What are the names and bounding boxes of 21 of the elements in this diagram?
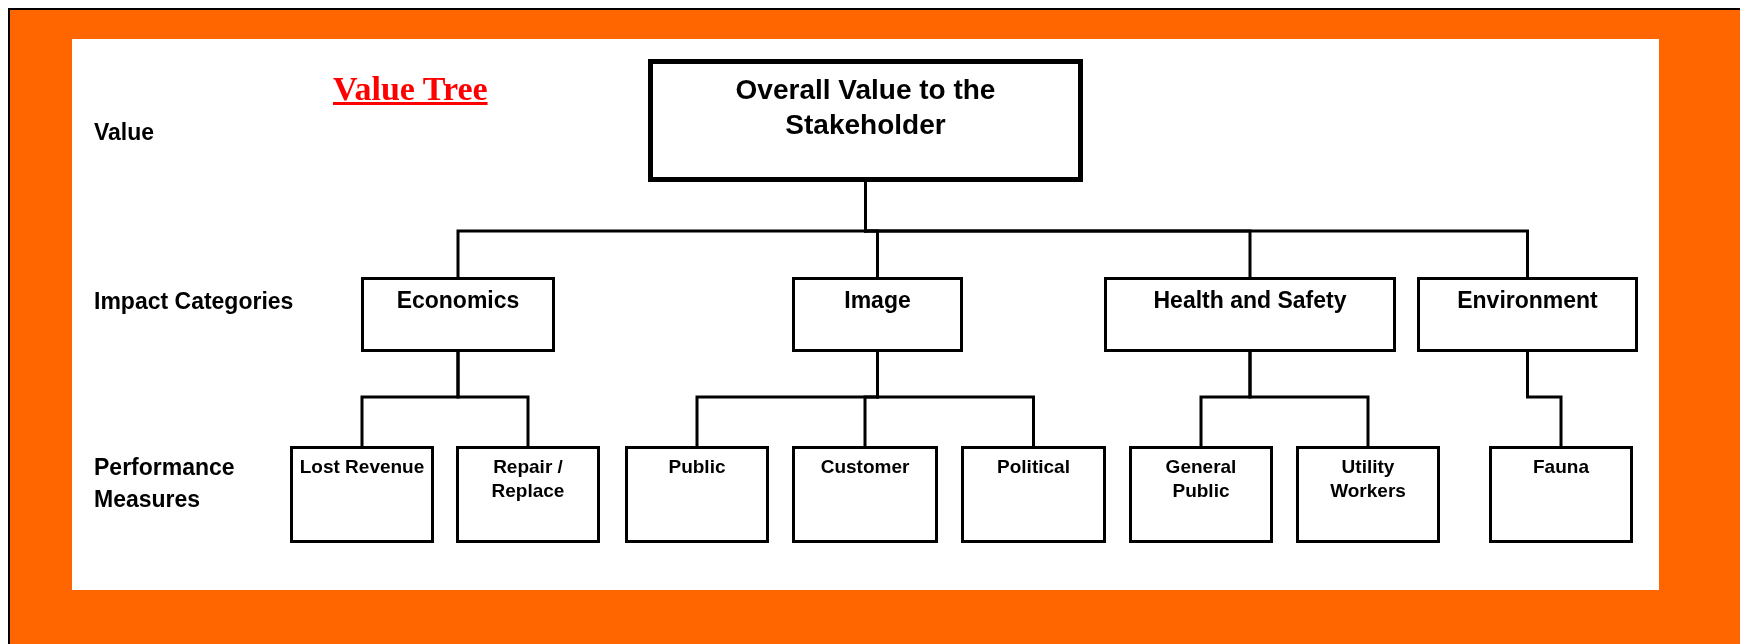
connector-line (456, 352, 530, 446)
node-box: Utility Workers (1296, 446, 1440, 543)
node-box: Environment (1417, 277, 1638, 352)
level-label: Impact Categories (94, 287, 294, 316)
node-box: Customer (792, 446, 938, 543)
connector-line (1248, 352, 1370, 446)
node-box: Fauna (1489, 446, 1633, 543)
diagram-title: Value Tree (333, 70, 488, 108)
node-box: Repair / Replace (456, 446, 600, 543)
node-box: Public (625, 446, 769, 543)
node-box: Economics (361, 277, 555, 352)
node-box: Political (961, 446, 1106, 543)
connector-line (876, 352, 1035, 446)
node-box: Overall Value to the Stakeholder (648, 59, 1083, 182)
node-box: Lost Revenue (290, 446, 434, 543)
node-box: Image (792, 277, 963, 352)
level-label: Performance Measures (94, 453, 236, 515)
node-box: General Public (1129, 446, 1273, 543)
connector-line (1526, 352, 1563, 446)
level-label: Value (94, 118, 156, 147)
node-box: Health and Safety (1104, 277, 1396, 352)
